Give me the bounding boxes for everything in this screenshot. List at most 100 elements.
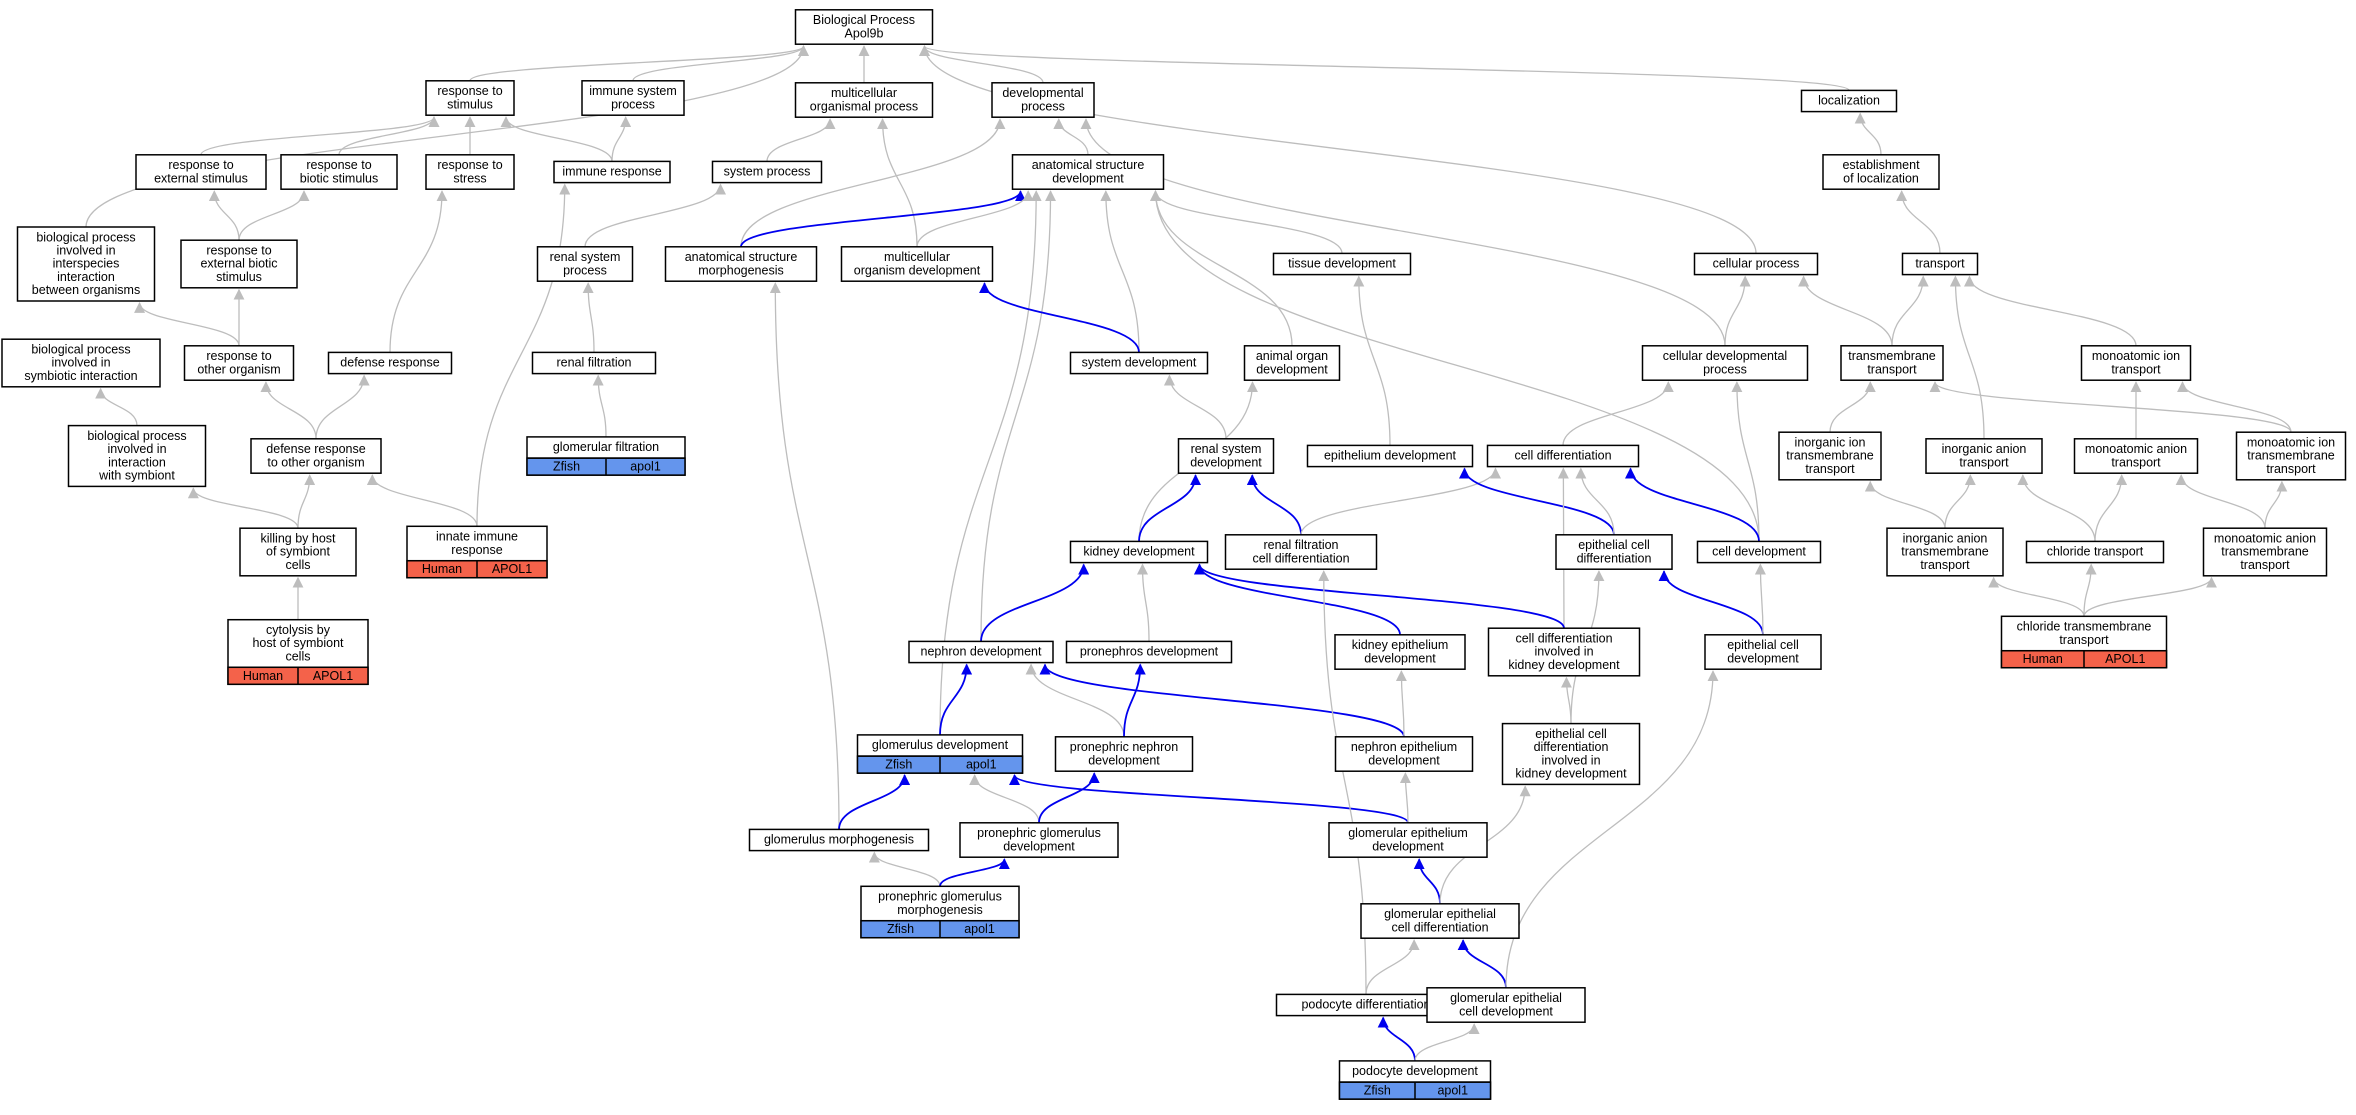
highlighted-edge (1459, 467, 1615, 535)
node-label-line: defense response (340, 356, 439, 370)
go-term-node-sys-proc[interactable]: system process (711, 160, 823, 184)
edge (2083, 563, 2097, 617)
go-term-node-epi-dev[interactable]: epithelium development (1306, 444, 1474, 468)
go-term-node-cell-proc[interactable]: cellular process (1693, 252, 1819, 276)
go-term-node-chloride[interactable]: chloride transport (2025, 540, 2165, 564)
node-label-line: system process (724, 165, 811, 179)
edge (632, 45, 809, 82)
node-label-line: transport (2266, 462, 2316, 476)
node-box (327, 351, 453, 375)
node-label-line: renal system (550, 250, 621, 264)
edge (389, 190, 448, 353)
node-label-line: transmembrane (1901, 545, 1989, 559)
node-label-line: renal filtration (1263, 538, 1338, 552)
go-term-node-tissue-dev[interactable]: tissue development (1272, 252, 1412, 276)
edge (1575, 467, 1615, 535)
edge (1891, 275, 1929, 346)
gene-name: APOL1 (492, 562, 532, 576)
go-term-node-transport[interactable]: transport (1901, 252, 1979, 276)
go-term-node-def-resp[interactable]: defense response (327, 351, 453, 375)
go-term-node-kidney-dev[interactable]: kidney development (1069, 540, 1209, 564)
go-term-node-cell-dev[interactable]: cell development (1696, 540, 1822, 564)
go-term-node-localization[interactable]: localization (1800, 89, 1898, 113)
edge (297, 474, 316, 529)
node-box (180, 239, 298, 289)
node-label-line: response to (306, 158, 371, 172)
go-term-node-nephron-dev[interactable]: nephron development (908, 640, 1054, 664)
node-label-line: process (563, 263, 607, 277)
go-term-node-renal-filt[interactable]: renal filtration (531, 351, 657, 375)
node-label-line: development (1052, 171, 1124, 185)
go-term-node-glom-morph[interactable]: glomerulus morphogenesis (748, 828, 930, 852)
node-label-line: renal system (1191, 442, 1262, 456)
node-box (1822, 154, 1940, 190)
gene-name: apol1 (964, 922, 995, 936)
node-box (2080, 345, 2192, 381)
go-term-node-podo-diff[interactable]: podocyte differentiation (1275, 993, 1457, 1017)
highlighted-edge (838, 774, 911, 830)
go-term-node-proneph-dev[interactable]: pronephros development (1065, 640, 1233, 664)
node-label-line: process (1021, 99, 1065, 113)
species-name: Human (2023, 652, 2063, 666)
edge (85, 45, 809, 228)
node-box (135, 154, 267, 190)
node-label-line: development (1256, 362, 1328, 376)
go-term-node-cell-diff[interactable]: cell differentiation (1486, 444, 1640, 468)
node-label-line: glomerular epithelial (1450, 991, 1562, 1005)
go-term-node-sys-dev[interactable]: system development (1069, 351, 1209, 375)
go-term-node-imm-resp[interactable]: immune response (553, 160, 671, 184)
node-label-line: biotic stimulus (300, 171, 379, 185)
node-label-line: biological process (87, 429, 186, 443)
